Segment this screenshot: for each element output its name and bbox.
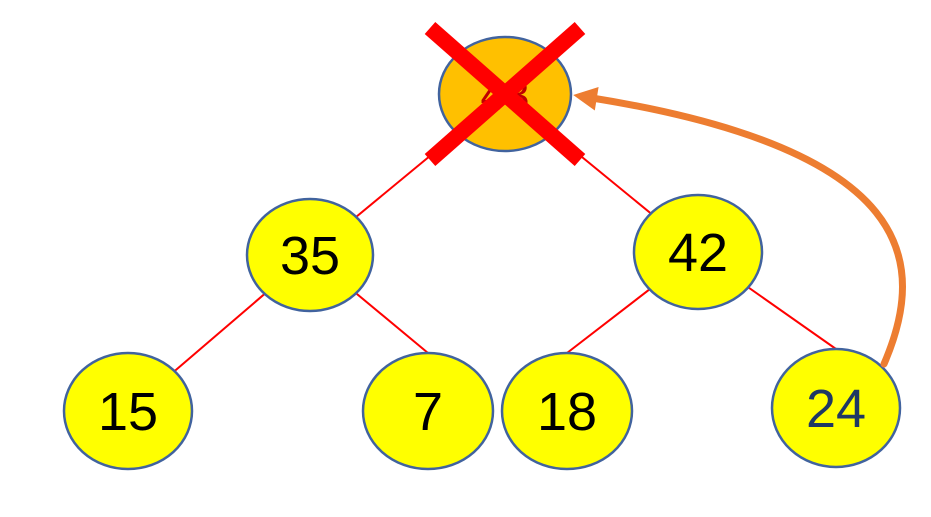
curved-arrow-icon [573, 87, 906, 368]
x-stroke-2 [424, 21, 586, 167]
node-35: 35 [245, 197, 375, 313]
node-value: 15 [98, 382, 158, 442]
node-value: 24 [806, 379, 866, 439]
node-circle [245, 197, 375, 313]
node-42: 42 [632, 193, 764, 311]
node-circle [632, 193, 764, 311]
node-circle [361, 351, 495, 471]
node-15: 15 [62, 351, 194, 471]
node-value: 35 [280, 226, 340, 286]
node-24: 24 [770, 347, 902, 469]
node-circle [62, 351, 194, 471]
node-circle [500, 351, 634, 471]
node-circle [770, 347, 902, 469]
delete-x-icon [424, 21, 586, 167]
node-value: 7 [413, 382, 443, 442]
node-7: 7 [361, 351, 495, 471]
node-value: 18 [537, 382, 597, 442]
node-value: 42 [668, 223, 728, 283]
node-18: 18 [500, 351, 634, 471]
